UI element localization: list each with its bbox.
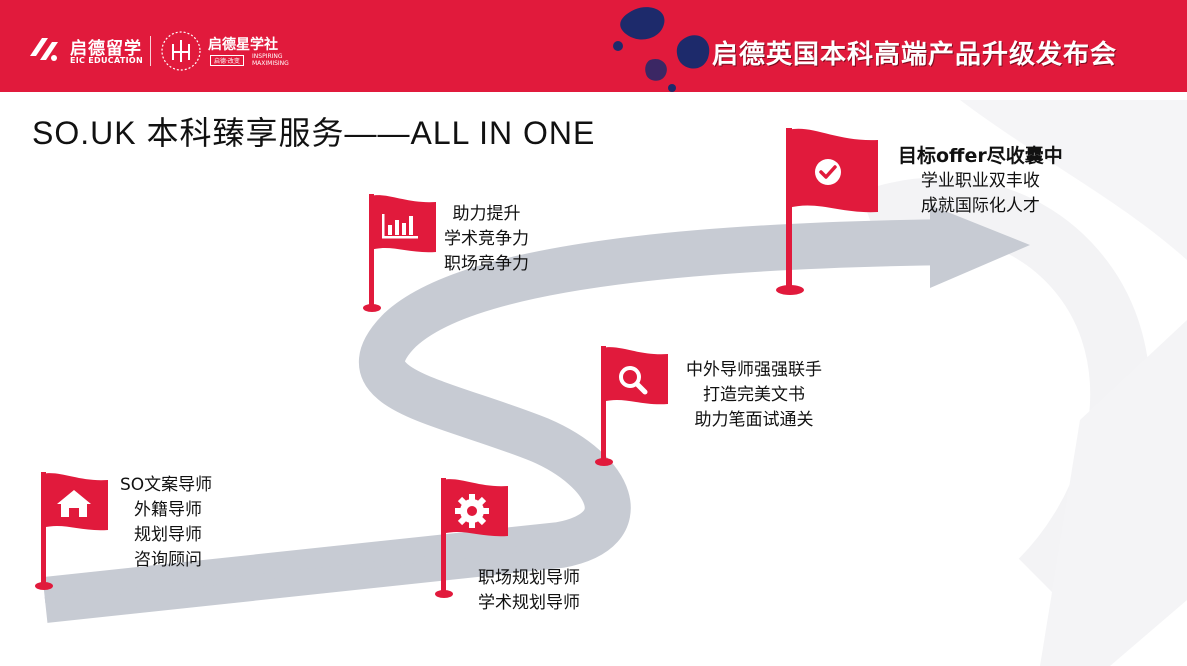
eic-logo-icon: [30, 38, 58, 61]
event-title: 启德英国本科高端产品升级发布会: [712, 40, 1118, 70]
logo-divider: [150, 36, 151, 66]
club-en-line-2: MAXIMISING: [252, 60, 289, 67]
milestone-line: 外籍导师: [134, 500, 202, 520]
flag-search: [595, 346, 668, 466]
goal-heading: 目标offer尽收囊中: [898, 145, 1063, 167]
ink-splash-decoration: [613, 7, 710, 92]
milestone-line: 职场规划导师: [478, 568, 580, 588]
milestone-line: 中外导师强强联手: [686, 360, 822, 380]
club-en-line-1: INSPIRING: [252, 53, 283, 60]
club-name-cn: 启德星学社: [208, 37, 278, 53]
flag-goal: [776, 128, 878, 295]
milestone-2-text: 职场规划导师 学术规划导师: [478, 566, 580, 616]
milestone-1-text: SO文案导师 外籍导师 规划导师 咨询顾问: [120, 473, 212, 573]
road-arrow-head: [930, 205, 1030, 288]
milestone-line: 规划导师: [134, 525, 202, 545]
milestone-line: 助力笔面试通关: [694, 410, 814, 430]
milestone-line: 咨询顾问: [134, 550, 202, 570]
bar-chart-icon: [382, 214, 418, 239]
milestone-line: 学业职业双丰收: [920, 171, 1040, 191]
home-icon: [57, 490, 91, 517]
flag-bar-chart: [363, 194, 436, 312]
milestone-3-text: 中外导师强强联手 打造完美文书 助力笔面试通关: [686, 358, 822, 433]
milestone-line: 成就国际化人才: [920, 196, 1040, 216]
brand-name-en: EIC EDUCATION: [70, 56, 143, 65]
milestone-line: 助力提升: [452, 204, 521, 224]
flag-gear: [435, 478, 508, 598]
gear-icon: [455, 494, 489, 528]
milestone-line: 学术规划导师: [478, 593, 580, 613]
milestone-5-text: 目标offer尽收囊中 学业职业双丰收 成就国际化人才: [898, 144, 1063, 219]
club-tagline: 启德·改变: [210, 55, 244, 66]
milestone-line: SO文案导师: [120, 475, 213, 495]
milestone-line: 职场竞争力: [444, 254, 529, 274]
brand-name-cn: 启德留学: [70, 39, 142, 59]
background-decoration: [42, 100, 1187, 666]
milestone-line: 打造完美文书: [703, 385, 805, 405]
club-seal-icon: [161, 31, 201, 71]
milestone-line: 学术竞争力: [444, 229, 529, 249]
page-title: SO.UK 本科臻享服务——ALL IN ONE: [32, 115, 596, 151]
header-banner: 启德留学 EIC EDUCATION 启德星学社 启德·改变 INSPIRING…: [0, 0, 1187, 92]
flag-home: [35, 472, 108, 590]
search-icon: [619, 366, 648, 395]
milestone-4-text: 助力提升 学术竞争力 职场竞争力: [444, 202, 529, 277]
checkmark-icon: [815, 159, 841, 185]
club-name-en: INSPIRING MAXIMISING: [252, 53, 289, 67]
